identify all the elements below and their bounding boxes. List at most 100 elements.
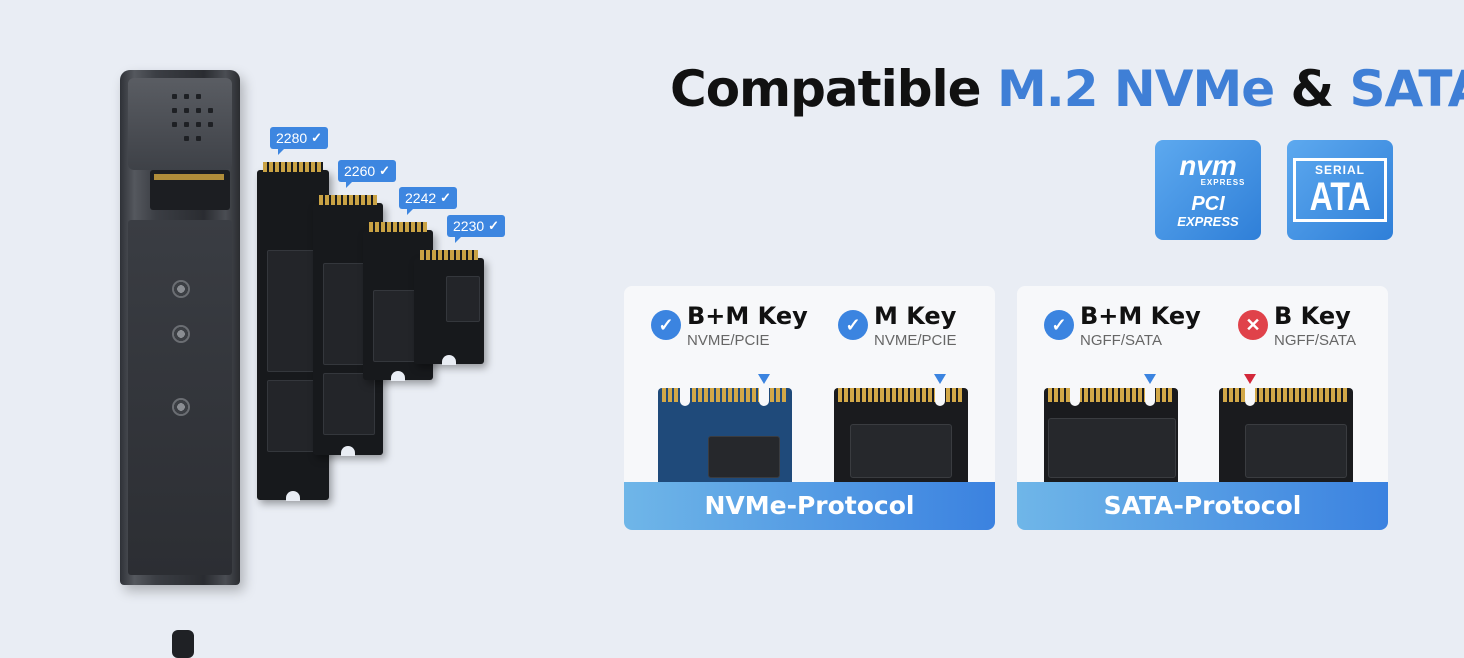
ssd-2230 — [414, 250, 484, 365]
key-m-nvme: ✓ M Key NVME/PCIE — [838, 302, 957, 349]
page-title: Compatible M.2 NVMe & SATA — [670, 60, 1464, 118]
ssd-card-b-key — [1219, 388, 1353, 482]
size-tag-2230: 2230 ✓ — [447, 215, 506, 243]
vent — [196, 94, 201, 99]
sata-logo-box: SERIAL ATA — [1292, 158, 1388, 222]
check-icon: ✓ — [379, 163, 391, 178]
gold-pins — [1048, 388, 1174, 402]
ssd-card-m-key — [834, 388, 968, 482]
vent — [172, 108, 177, 113]
key-name: B+M Key — [687, 302, 808, 330]
nvme-protocol-panel: ✓ B+M Key NVME/PCIE ✓ M Key NVME/PCIE NV… — [624, 286, 995, 530]
vent — [208, 108, 213, 113]
latch — [172, 630, 194, 658]
ssd-enclosure — [120, 70, 240, 658]
key-protocol: NGFF/SATA — [1080, 332, 1162, 349]
vent — [184, 122, 189, 127]
check-icon: ✓ — [440, 190, 452, 205]
controller-chip — [446, 276, 480, 322]
gold-pins — [1223, 388, 1349, 402]
key-notch-arrow — [1144, 374, 1156, 384]
size-tag-label: 2230 — [453, 218, 485, 234]
standoff-screw — [172, 325, 190, 343]
vent — [184, 136, 189, 141]
size-tag-label: 2242 — [405, 190, 437, 206]
ata-text: ATA — [1309, 175, 1371, 219]
key-notch-arrow — [758, 374, 770, 384]
nand-chip — [323, 373, 375, 435]
nand-chip — [1048, 418, 1176, 478]
check-icon: ✓ — [838, 310, 868, 340]
nand-chip — [267, 380, 321, 452]
title-text: Compatible — [670, 60, 997, 118]
b-key-notch — [680, 388, 690, 406]
size-tag-2242: 2242 ✓ — [399, 187, 458, 215]
ssd-card-bm-key-sata — [1044, 388, 1178, 482]
key-notch-arrow-red — [1244, 374, 1256, 384]
check-icon: ✓ — [488, 218, 500, 233]
key-name: M Key — [874, 302, 957, 330]
nvm-text: nvm — [1179, 149, 1237, 181]
key-bm-sata: ✓ B+M Key NGFF/SATA — [1044, 302, 1201, 349]
b-key-notch — [1245, 388, 1255, 406]
gold-contacts — [263, 162, 323, 172]
key-protocol: NGFF/SATA — [1274, 332, 1356, 349]
vent — [208, 122, 213, 127]
sata-protocol-panel: ✓ B+M Key NGFF/SATA ✕ B Key NGFF/SATA SA… — [1017, 286, 1388, 530]
standoff-screw — [172, 280, 190, 298]
nand-chip — [1245, 424, 1347, 478]
title-amp: & — [1274, 60, 1350, 118]
vent — [172, 94, 177, 99]
pci-express-text: EXPRESS — [1177, 213, 1239, 229]
check-icon: ✓ — [1044, 310, 1074, 340]
size-tag-label: 2260 — [344, 163, 376, 179]
title-nvme: M.2 NVMe — [996, 60, 1275, 118]
ssd-card-bm-key — [658, 388, 792, 482]
mount-notch — [442, 355, 456, 365]
gold-pins — [838, 388, 964, 402]
mount-notch — [286, 491, 300, 501]
b-key-notch — [1070, 388, 1080, 406]
size-tag-2280: 2280 ✓ — [270, 127, 329, 155]
key-notch-arrow — [934, 374, 946, 384]
vent — [184, 94, 189, 99]
nvme-protocol-label: NVMe-Protocol — [624, 482, 995, 530]
serial-ata-logo: SERIAL ATA — [1287, 140, 1393, 240]
nvme-pcie-logo: nvm EXPRESS PCI EXPRESS — [1155, 140, 1261, 240]
check-icon: ✓ — [311, 130, 323, 145]
key-name: B+M Key — [1080, 302, 1201, 330]
key-bm-nvme: ✓ B+M Key NVME/PCIE — [651, 302, 808, 349]
gold-contacts — [369, 222, 427, 232]
m-key-notch — [1145, 388, 1155, 406]
size-tag-label: 2280 — [276, 130, 308, 146]
m2-slot-contacts — [154, 174, 224, 180]
size-tag-2260: 2260 ✓ — [338, 160, 397, 188]
gold-contacts — [420, 250, 478, 260]
enclosure-tray — [128, 220, 232, 658]
nand-chip — [708, 436, 780, 478]
pci-text: PCI — [1191, 192, 1225, 215]
mount-notch — [341, 446, 355, 456]
key-name: B Key — [1274, 302, 1351, 330]
vent — [184, 108, 189, 113]
sata-protocol-label: SATA-Protocol — [1017, 482, 1388, 530]
gold-contacts — [319, 195, 377, 205]
vent — [172, 122, 177, 127]
vent — [196, 108, 201, 113]
key-protocol: NVME/PCIE — [874, 332, 957, 349]
enclosure-cap — [128, 78, 232, 170]
m-key-notch — [935, 388, 945, 406]
m-key-notch — [759, 388, 769, 406]
nvm-express-text: EXPRESS — [1200, 177, 1246, 187]
cross-icon: ✕ — [1238, 310, 1268, 340]
serial-text: SERIAL — [1314, 163, 1365, 177]
gold-pins — [662, 388, 788, 402]
vent — [196, 122, 201, 127]
standoff-screw — [172, 398, 190, 416]
key-protocol: NVME/PCIE — [687, 332, 770, 349]
check-icon: ✓ — [651, 310, 681, 340]
nand-chip — [850, 424, 952, 478]
mount-notch — [391, 371, 405, 381]
vent — [196, 136, 201, 141]
key-b-sata: ✕ B Key NGFF/SATA — [1238, 302, 1356, 349]
